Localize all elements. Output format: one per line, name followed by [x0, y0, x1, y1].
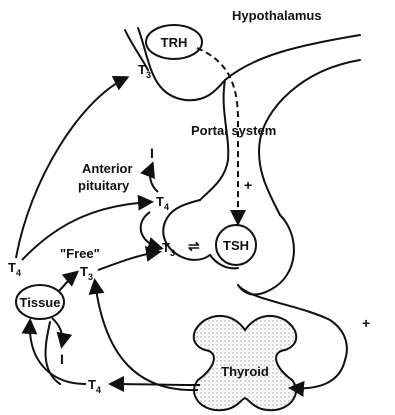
thyroid-to-free-t3	[95, 282, 198, 390]
t4-left: T4	[8, 260, 21, 278]
trh-label: TRH	[161, 35, 188, 50]
anterior-label: Anterior	[82, 161, 133, 176]
tissue-to-free-t3	[58, 273, 76, 292]
tsh-to-thyroid-arrow	[292, 360, 345, 388]
t4-bottom: T4	[88, 377, 101, 395]
tsh-label: TSH	[223, 238, 249, 253]
t4-pituitary: T4	[156, 194, 169, 212]
t4-bottom-to-tissue	[30, 322, 86, 384]
pituitary-minus: I	[150, 145, 154, 161]
t3-pituitary: T3	[162, 240, 175, 258]
free-t3-to-pituitary-t3	[98, 252, 158, 270]
t4-pituitary-to-t3	[141, 212, 160, 248]
tissue-label: Tissue	[20, 295, 61, 310]
t3-free: T3	[80, 264, 93, 282]
hypothalamus-label: Hypothalamus	[232, 8, 322, 23]
t4-pituitary-to-minus	[150, 165, 158, 192]
tissue-minus: I	[60, 351, 64, 367]
tsh-thyroid-plus: +	[362, 315, 370, 331]
pituitary-label: pituitary	[78, 178, 130, 193]
tissue-to-minus	[52, 318, 63, 345]
trh-tsh-plus: +	[244, 177, 252, 193]
portal-system-label: Portal system	[191, 123, 276, 138]
t3-tsh-equilibrium: ⇌	[188, 238, 200, 254]
free-label: "Free"	[60, 246, 100, 261]
thyroid-label: Thyroid	[221, 364, 269, 379]
